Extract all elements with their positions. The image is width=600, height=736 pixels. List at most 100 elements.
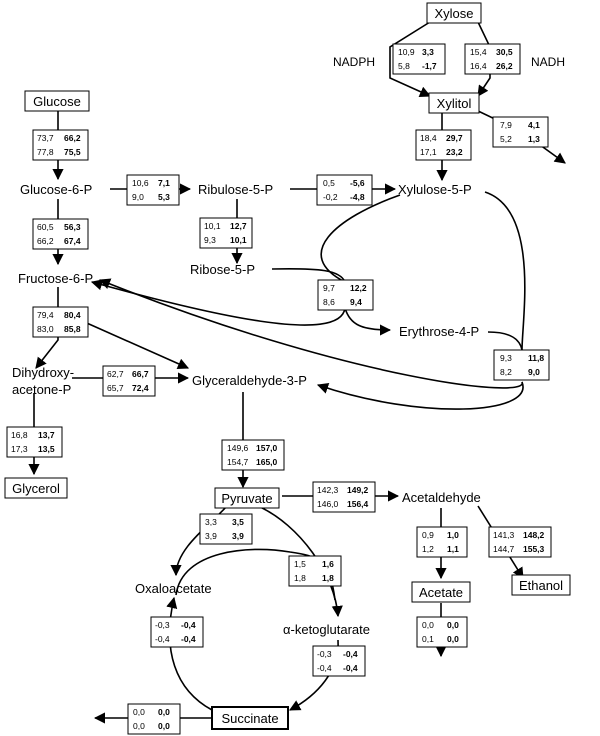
node-erythrose-4-p: Erythrose-4-P bbox=[399, 324, 479, 339]
flux-value-bold: 26,2 bbox=[496, 61, 513, 71]
edge-f6p-gap bbox=[79, 319, 190, 370]
flux-value-bold: 1,1 bbox=[447, 544, 459, 554]
flux-value: 8,2 bbox=[500, 367, 512, 377]
flux-value: 18,4 bbox=[420, 133, 437, 143]
flux-value-bold: 1,6 bbox=[322, 559, 334, 569]
flux-box-ald: 0,9 1,0 1,2 1,1 bbox=[416, 526, 468, 558]
node-pyruvate: Pyruvate bbox=[214, 487, 280, 509]
flux-box-xr-nadh: 15,4 30,5 16,4 26,2 bbox=[464, 43, 521, 75]
flux-value: -0,4 bbox=[155, 634, 170, 644]
node-xylitol: Xylitol bbox=[428, 92, 480, 114]
edge-pyruvate-oxaloacetate bbox=[170, 505, 228, 577]
node-label: Acetate bbox=[419, 585, 463, 600]
flux-value: 60,5 bbox=[37, 222, 54, 232]
node-ribulose-5-p: Ribulose-5-P bbox=[198, 182, 273, 197]
node-label: Succinate bbox=[221, 711, 278, 726]
flux-box-xylitol-out: 7,9 4,1 5,2 1,3 bbox=[492, 116, 549, 148]
cofactor-nadph: NADPH bbox=[333, 55, 375, 69]
flux-value: 1,5 bbox=[294, 559, 306, 569]
flux-value-bold: -0,4 bbox=[343, 649, 358, 659]
node-ethanol: Ethanol bbox=[511, 574, 571, 596]
node-alpha-ketoglutarate: α-ketoglutarate bbox=[283, 622, 370, 637]
flux-value-bold: 149,2 bbox=[347, 485, 369, 495]
flux-box-g6pdh: 10,6 7,1 9,0 5,3 bbox=[126, 174, 180, 206]
flux-value-bold: 5,3 bbox=[158, 192, 170, 202]
flux-value: 16,8 bbox=[11, 430, 28, 440]
metabolite-nodes: Xylose Xylitol Glucose Glucose-6-P Ribul… bbox=[4, 2, 571, 730]
flux-value: 10,9 bbox=[398, 47, 415, 57]
cofactor-labels: NADPH NADH bbox=[333, 55, 565, 69]
flux-value-bold: 23,2 bbox=[446, 147, 463, 157]
flux-value-bold: -0,4 bbox=[181, 620, 196, 630]
flux-value: -0,4 bbox=[317, 663, 332, 673]
flux-value: 66,2 bbox=[37, 236, 54, 246]
flux-value: -0,3 bbox=[317, 649, 332, 659]
flux-box-pdc: 142,3 149,2 146,0 156,4 bbox=[312, 481, 376, 513]
flux-value-bold: 9,0 bbox=[528, 367, 540, 377]
flux-value-bold: 3,3 bbox=[422, 47, 434, 57]
flux-value: -0,3 bbox=[155, 620, 170, 630]
flux-value-bold: 12,2 bbox=[350, 283, 367, 293]
edge-xylulose5p-tkl1 bbox=[320, 194, 401, 283]
flux-value-bold: 0,0 bbox=[447, 620, 459, 630]
flux-value: 5,8 bbox=[398, 61, 410, 71]
flux-value: 0,1 bbox=[422, 634, 434, 644]
flux-box-gpd: 16,8 13,7 17,3 13,5 bbox=[6, 426, 63, 458]
node-glycerol: Glycerol bbox=[4, 477, 68, 499]
node-acetate: Acetate bbox=[411, 581, 471, 603]
flux-value: 73,7 bbox=[37, 133, 54, 143]
flux-value-bold: 29,7 bbox=[446, 133, 463, 143]
flux-box-transketolase-2: 9,3 11,8 8,2 9,0 bbox=[493, 349, 550, 381]
flux-box-tca-right: -0,3 -0,4 -0,4 -0,4 bbox=[312, 645, 366, 677]
flux-box-transketolase-1: 9,7 12,2 8,6 9,4 bbox=[317, 279, 374, 311]
flux-value: 9,0 bbox=[132, 192, 144, 202]
flux-value: 15,4 bbox=[470, 47, 487, 57]
flux-value: 65,7 bbox=[107, 383, 124, 393]
flux-value-bold: 10,1 bbox=[230, 235, 247, 245]
flux-box-tca-left: -0,3 -0,4 -0,4 -0,4 bbox=[150, 616, 204, 648]
flux-value-bold: 7,1 bbox=[158, 178, 170, 188]
edge-tkl1-f6p bbox=[90, 279, 346, 326]
flux-value: 1,8 bbox=[294, 573, 306, 583]
node-fructose-6-p: Fructose-6-P bbox=[18, 271, 93, 286]
flux-value-bold: 148,2 bbox=[523, 530, 545, 540]
flux-value-bold: -4,8 bbox=[350, 192, 365, 202]
flux-value-bold: -0,4 bbox=[181, 634, 196, 644]
flux-value-bold: 3,9 bbox=[232, 531, 244, 541]
node-acetaldehyde: Acetaldehyde bbox=[402, 490, 481, 505]
flux-value-bold: 1,8 bbox=[322, 573, 334, 583]
flux-value-bold: 4,1 bbox=[528, 120, 540, 130]
flux-value: 3,3 bbox=[205, 517, 217, 527]
flux-value-bold: 11,8 bbox=[528, 353, 544, 363]
cofactor-nadh: NADH bbox=[531, 55, 565, 69]
node-label: Ethanol bbox=[519, 578, 563, 593]
flux-value-bold: 1,3 bbox=[528, 134, 540, 144]
flux-value: 17,1 bbox=[420, 147, 437, 157]
flux-value: 9,3 bbox=[500, 353, 512, 363]
flux-box-tpi: 62,7 66,7 65,7 72,4 bbox=[102, 365, 156, 397]
flux-value-bold: 13,5 bbox=[38, 444, 55, 454]
flux-value-bold: 0,0 bbox=[447, 634, 459, 644]
flux-value: 10,1 bbox=[204, 221, 221, 231]
flux-value: 154,7 bbox=[227, 457, 249, 467]
flux-value-bold: 9,4 bbox=[350, 297, 362, 307]
flux-value: 149,6 bbox=[227, 443, 249, 453]
flux-boxes: 10,9 3,3 5,8 -1,7 15,4 30,5 16,4 26,2 7,… bbox=[6, 43, 552, 735]
node-label: Pyruvate bbox=[221, 491, 272, 506]
flux-value: 62,7 bbox=[107, 369, 124, 379]
node-glucose-6-p: Glucose-6-P bbox=[20, 182, 92, 197]
node-oxaloacetate: Oxaloacetate bbox=[135, 581, 212, 596]
node-glucose: Glucose bbox=[24, 90, 90, 112]
flux-box-pyc: 3,3 3,5 3,9 3,9 bbox=[199, 513, 253, 545]
flux-value: 17,3 bbox=[11, 444, 28, 454]
flux-value-bold: 85,8 bbox=[64, 324, 81, 334]
node-xylose: Xylose bbox=[426, 2, 482, 24]
flux-value-bold: 66,7 bbox=[132, 369, 149, 379]
edge-erythrose4p-tkl2 bbox=[487, 331, 523, 351]
flux-value: 144,7 bbox=[493, 544, 515, 554]
flux-value-bold: 75,5 bbox=[64, 147, 81, 157]
flux-box-xdh: 18,4 29,7 17,1 23,2 bbox=[415, 129, 472, 161]
node-ribose-5-p: Ribose-5-P bbox=[190, 262, 255, 277]
flux-value-bold: 1,0 bbox=[447, 530, 459, 540]
